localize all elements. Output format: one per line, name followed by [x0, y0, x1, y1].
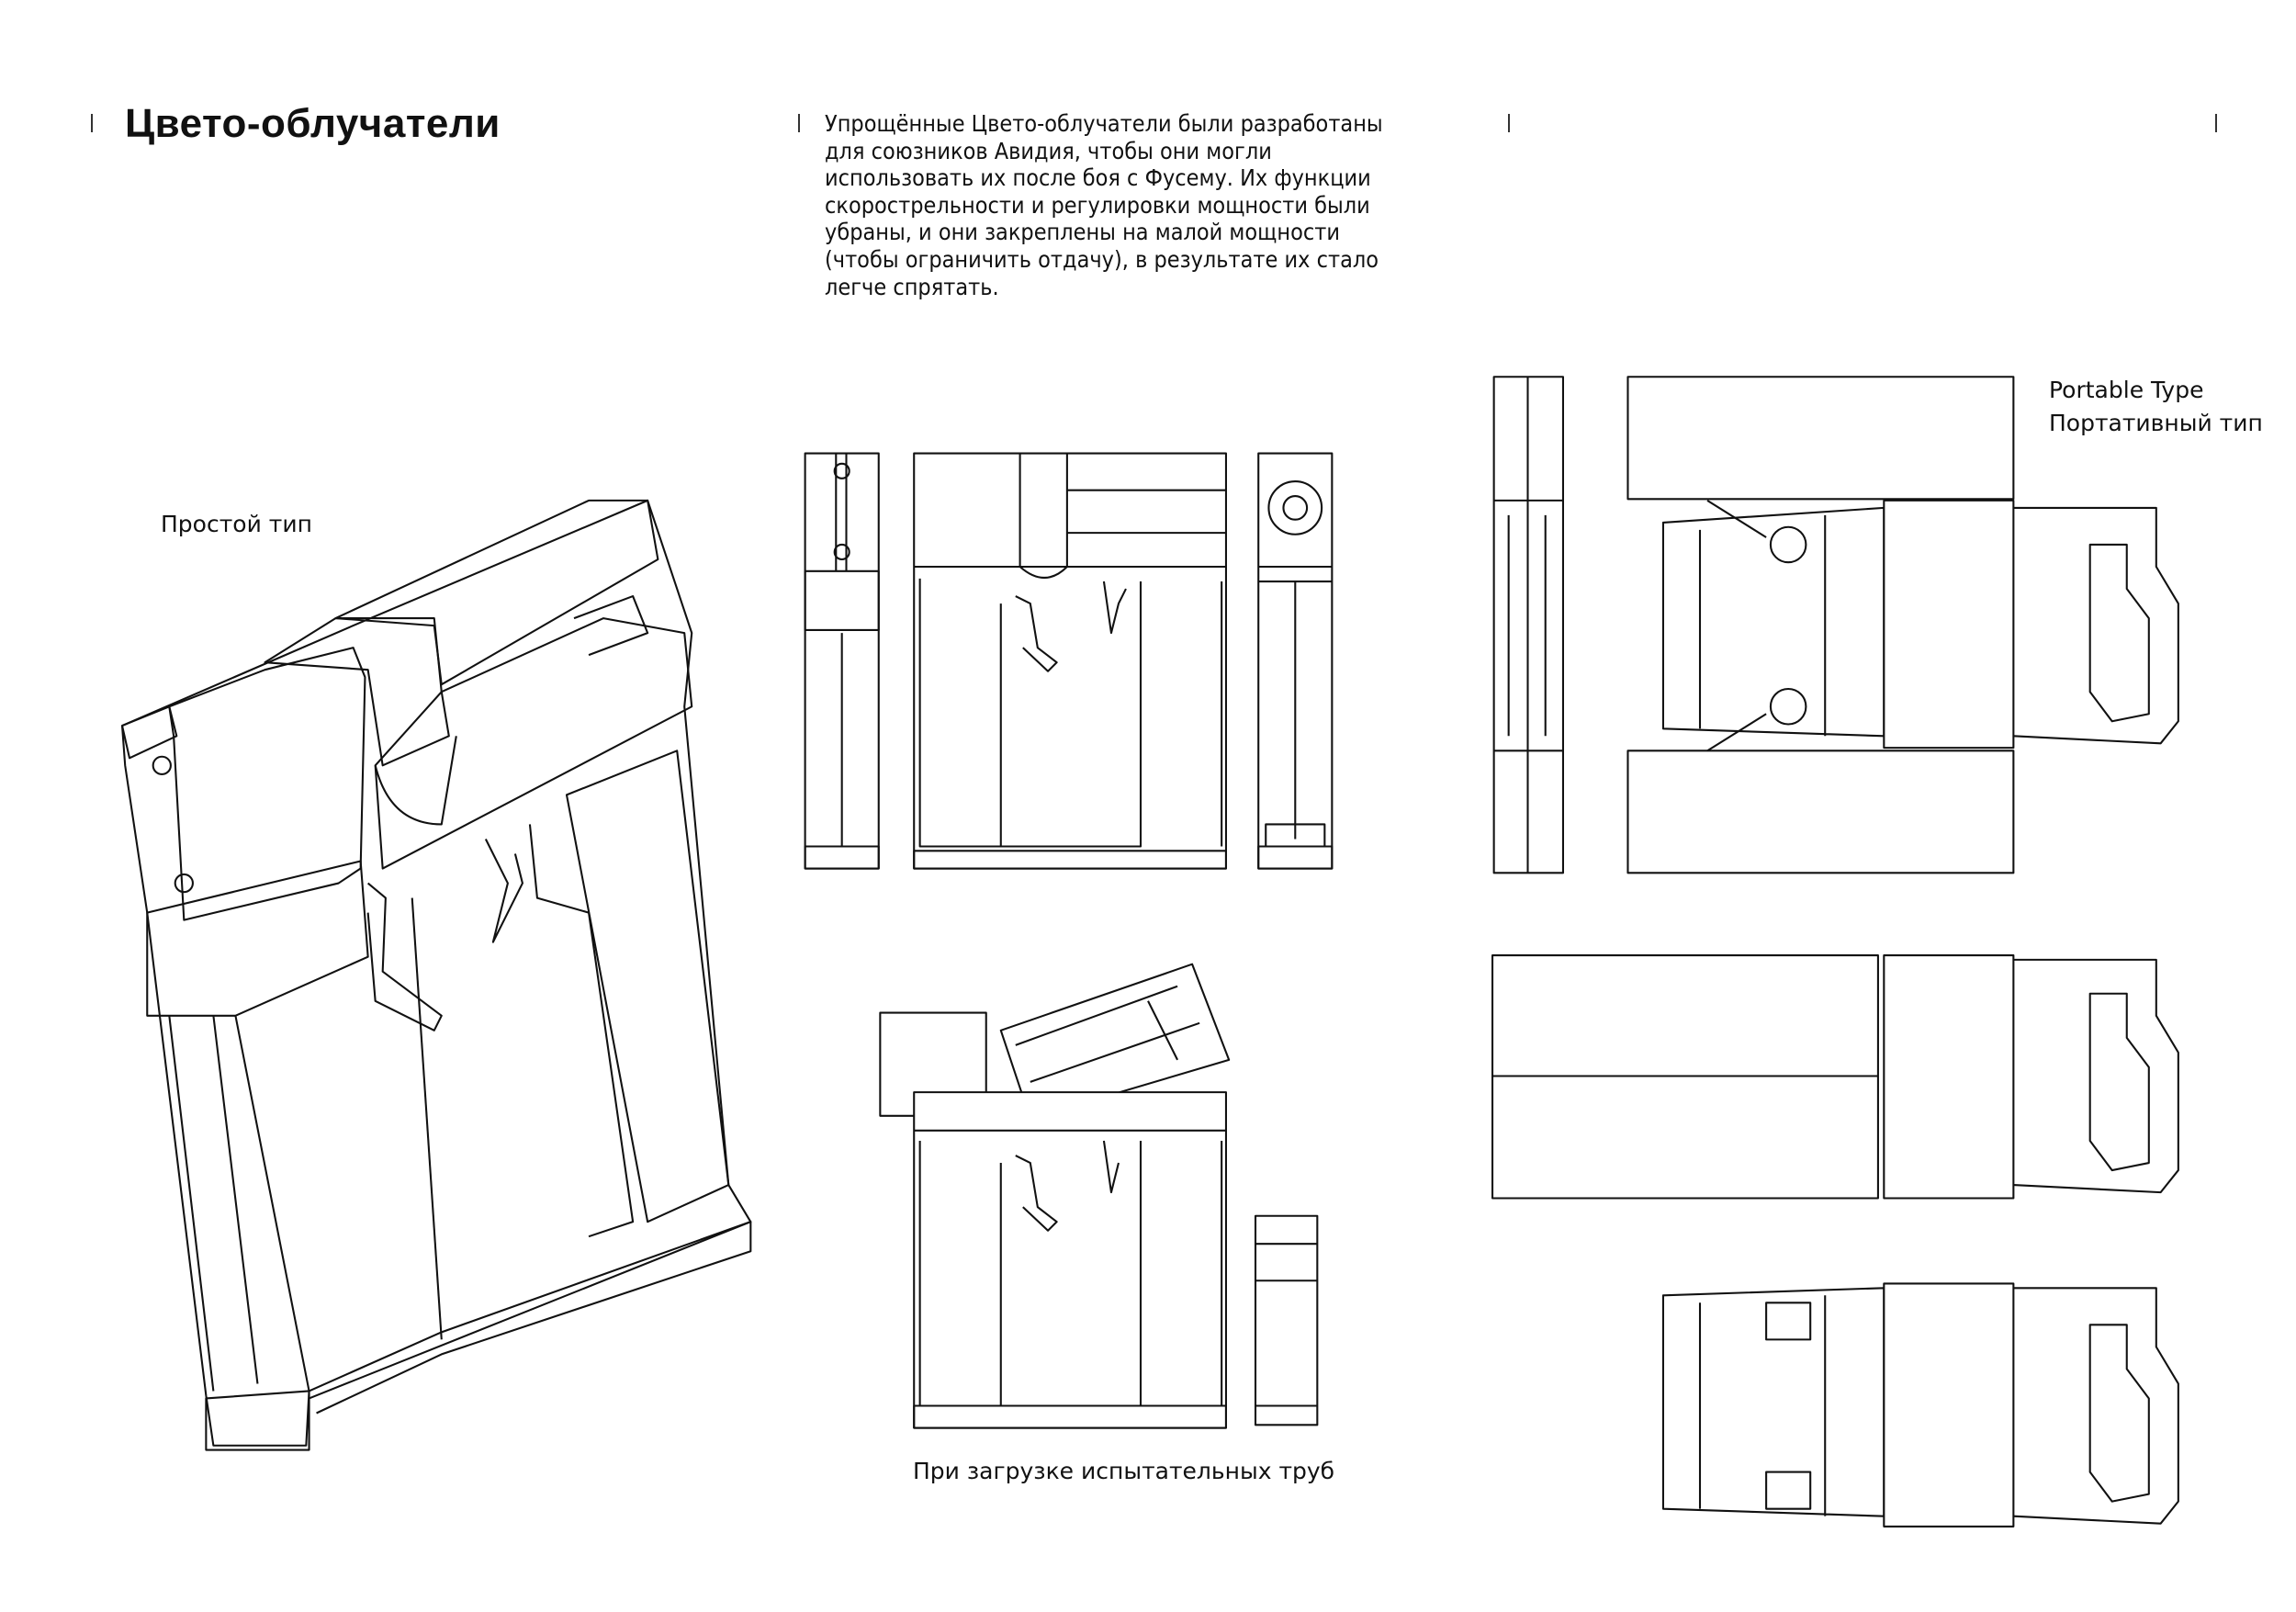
loading-tubes-drawing: [879, 963, 1319, 1429]
description-paragraph: Упрощённые Цвето-облучатели были разрабо…: [825, 110, 1383, 300]
margin-tick: [2215, 114, 2217, 132]
orthographic-views: [804, 452, 1334, 870]
isometric-simple-type-drawing: [120, 499, 752, 1451]
label-portable-type-ru: Портативный тип: [2049, 410, 2263, 436]
page-title: Цвето-облучатели: [125, 101, 501, 146]
margin-tick: [798, 114, 800, 132]
label-portable-type-en: Portable Type: [2049, 377, 2204, 403]
label-simple-type: Простой тип: [161, 511, 312, 537]
margin-tick: [91, 114, 93, 132]
margin-tick: [1508, 114, 1510, 132]
portable-type-drawings: [1491, 376, 2179, 1527]
label-loading-tubes: При загрузке испытательных труб: [913, 1458, 1335, 1484]
